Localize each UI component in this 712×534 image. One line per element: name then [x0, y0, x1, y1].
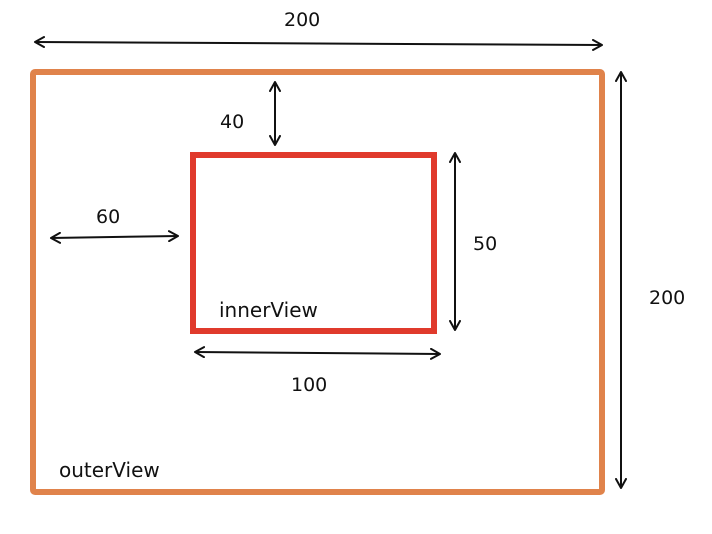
left-offset-label: 60	[96, 206, 120, 228]
inner-width-label: 100	[291, 374, 327, 396]
inner-view-rect	[190, 152, 437, 334]
top-offset-label: 40	[220, 111, 244, 133]
inner-width-arrow	[194, 346, 441, 360]
inner-view-label: innerView	[219, 298, 318, 322]
left-offset-arrow	[50, 230, 179, 244]
outer-width-label: 200	[284, 9, 320, 31]
inner-height-label: 50	[473, 233, 497, 255]
outer-height-label: 200	[649, 287, 685, 309]
outer-view-rect	[30, 69, 605, 495]
outer-width-arrow	[34, 36, 603, 51]
outer-view-label: outerView	[59, 458, 160, 482]
